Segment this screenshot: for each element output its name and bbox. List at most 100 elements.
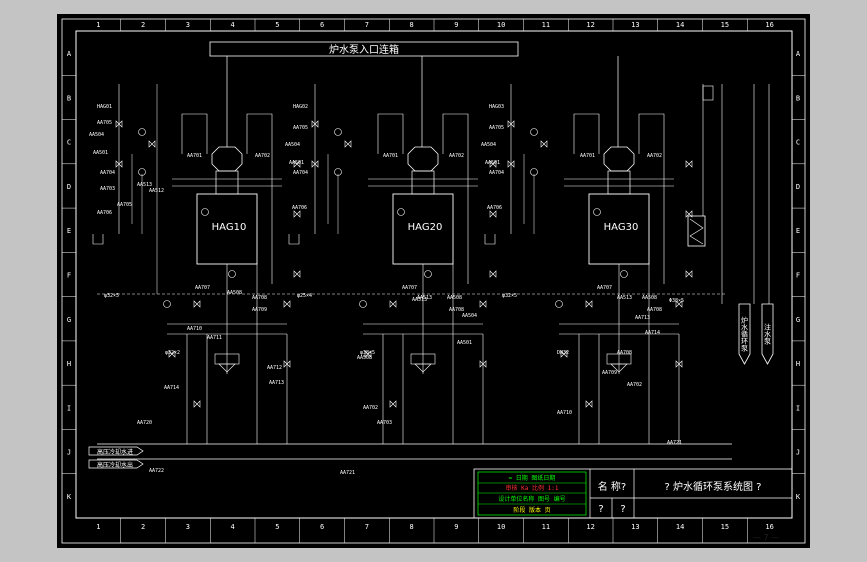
right-arrow-1: [738, 303, 751, 365]
column-number: 14: [676, 21, 684, 29]
pump-label: HAG20: [408, 222, 443, 233]
column-number: 3: [186, 21, 190, 29]
pipe-size-label: φ32×5: [502, 293, 517, 299]
header-title: 炉水泵入口连箱: [329, 43, 399, 56]
instrument-circle: [359, 300, 367, 308]
inlet-arrow-2: [88, 459, 144, 469]
valve-symbol: [675, 300, 683, 308]
row-letter: D: [67, 183, 71, 191]
valve-symbol: [311, 120, 319, 128]
valve-symbol: [115, 160, 123, 168]
valve-tag: HAG02: [293, 104, 308, 110]
row-letter: E: [67, 227, 71, 235]
instrument-circle: [334, 128, 342, 136]
valve-symbol: [293, 270, 301, 278]
valve-tag: AA508: [357, 355, 372, 361]
valve-tag: AA708: [647, 307, 662, 313]
pump-group-2: HAG20: [288, 84, 497, 444]
stamp-line-2: 审核 Ka 比例 1:1: [506, 484, 559, 492]
valve-tag: AA704: [293, 170, 308, 176]
valve-tag: AA501: [485, 160, 500, 166]
valve-symbol: [675, 360, 683, 368]
valve-tag: AA706: [487, 205, 502, 211]
valve-tag: AA513: [617, 295, 632, 301]
valve-tag: AA710: [557, 410, 572, 416]
pump-label: HAG10: [212, 222, 247, 233]
inlet-arrows: 高压冷却水进 高压冷却水出: [88, 446, 144, 469]
stamp-line-3: 设计单位名称 图号 编号: [498, 495, 565, 503]
column-number: 10: [497, 523, 505, 531]
row-letter: I: [796, 404, 800, 412]
pipe-size-label: φ25×4: [297, 293, 312, 299]
valve-symbol: [507, 160, 515, 168]
column-number: 5: [275, 21, 279, 29]
valve-tag: AA704: [489, 170, 504, 176]
valve-symbol: [168, 350, 176, 358]
valve-symbol: [389, 300, 397, 308]
valve-tag: AA513: [137, 182, 152, 188]
row-letter: B: [796, 94, 800, 102]
valve-tag: AA508: [642, 295, 657, 301]
column-number: 1: [96, 21, 100, 29]
valve-tag: AA702: [647, 153, 662, 159]
column-number: 16: [765, 523, 773, 531]
row-letter: C: [67, 139, 71, 147]
column-number: 6: [320, 21, 324, 29]
stamp-line-4: 阶段 版本 页: [513, 506, 550, 514]
row-letter: A: [67, 50, 72, 58]
valve-symbol: [489, 210, 497, 218]
valve-tag: AA710: [187, 326, 202, 332]
valve-tag: AA504: [462, 313, 477, 319]
valve-tag: AA708: [449, 307, 464, 313]
valve-tag: AA704: [100, 170, 115, 176]
row-letter: I: [67, 404, 71, 412]
valve-tag: AA703: [100, 186, 115, 192]
column-number: 9: [454, 21, 458, 29]
valve-tag: AA706: [292, 205, 307, 211]
valve-tag: AA707: [402, 285, 417, 291]
column-number: 9: [454, 523, 458, 531]
valve-tag: HAG01: [97, 104, 112, 110]
pipe-size-label: φ32×2: [165, 350, 180, 356]
valve-tag: AA501: [457, 340, 472, 346]
valve-tag: AA701: [187, 153, 202, 159]
valve-symbol: [193, 400, 201, 408]
valve-symbol: [585, 400, 593, 408]
valve-tag: AA705: [97, 120, 112, 126]
pipe-size-label: φ38×5: [360, 350, 375, 356]
valve-tag: AA513: [412, 297, 427, 303]
valve-symbol: [115, 120, 123, 128]
pipe-size-label: Φ38×5: [669, 298, 684, 304]
instrument-circle: [620, 270, 628, 278]
title-text: ? 炉水循环泵系统图 ?: [665, 480, 762, 493]
valve-tag: AA508: [227, 290, 242, 296]
column-number: 15: [721, 523, 729, 531]
row-letter: E: [796, 227, 800, 235]
right-arrow-2: [761, 303, 774, 365]
valve-symbol: [364, 350, 372, 358]
valve-tag: AA702: [363, 405, 378, 411]
valve-tag: AA705: [117, 202, 132, 208]
valve-tag: AA711: [207, 335, 222, 341]
inlet-label-1: 高压冷却水进: [97, 448, 133, 456]
valve-tag: AA513: [417, 295, 432, 301]
column-number: 8: [410, 21, 414, 29]
row-letter: H: [67, 360, 71, 368]
valve-tag: AA709: [252, 307, 267, 313]
valve-symbol: [283, 360, 291, 368]
valve-tag: AA706: [97, 210, 112, 216]
column-number: 12: [586, 21, 594, 29]
row-letter: K: [67, 493, 72, 501]
right-arrow-label-2: 注水泵: [764, 323, 772, 345]
column-number: 3: [186, 523, 190, 531]
heat-exchanger: [687, 215, 706, 247]
valve-symbol: [585, 300, 593, 308]
inlet-label-2: 高压冷却水出: [97, 461, 133, 469]
valve-tag: HAG03: [489, 104, 504, 110]
column-number: 13: [631, 523, 639, 531]
